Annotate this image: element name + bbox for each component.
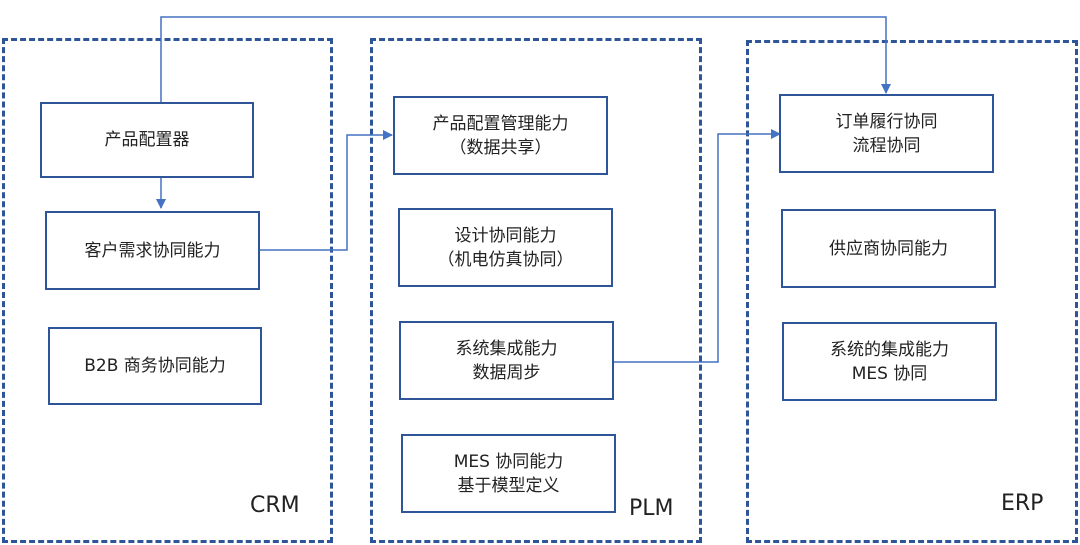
node-customer-demand[interactable]: 客户需求协同能力 [45,211,260,290]
node-mes-collab[interactable]: MES 协同能力 基于模型定义 [401,434,616,513]
node-product-configurator[interactable]: 产品配置器 [40,102,254,178]
node-erp-integration-line2: MES 协同 [851,363,928,384]
node-b2b-collab-text: B2B 商务协同能力 [84,356,226,376]
connector-integration-to-order [614,129,781,363]
node-config-management-line1: 产品配置管理能力 [432,113,569,134]
erp-group: ERP [746,40,1078,543]
node-order-fulfillment[interactable]: 订单履行协同 流程协同 [779,94,994,173]
crm-group-label: CRM [250,493,300,518]
connector-configurator-to-order [160,16,891,102]
crm-group: CRM [2,38,333,543]
plm-group: PLM [370,38,702,543]
node-system-integration-line2: 数据周步 [472,362,541,383]
node-order-fulfillment-line2: 流程协同 [852,135,921,156]
node-config-management-line2: （数据共享） [449,137,552,158]
node-order-fulfillment-line1: 订单履行协同 [835,111,938,132]
node-product-configurator-text: 产品配置器 [104,130,190,150]
node-supplier-collab[interactable]: 供应商协同能力 [781,209,996,288]
node-customer-demand-text: 客户需求协同能力 [84,240,221,261]
erp-group-label: ERP [1001,491,1044,516]
node-config-management[interactable]: 产品配置管理能力 （数据共享） [393,96,608,175]
node-system-integration[interactable]: 系统集成能力 数据周步 [399,321,614,400]
node-design-collab-line1: 设计协同能力 [454,225,557,246]
node-erp-integration-line1: 系统的集成能力 [830,339,949,360]
node-design-collab[interactable]: 设计协同能力 （机电仿真协同） [398,208,613,287]
node-erp-integration[interactable]: 系统的集成能力 MES 协同 [782,322,997,401]
node-supplier-collab-text: 供应商协同能力 [829,238,948,259]
node-b2b-collab[interactable]: B2B 商务协同能力 [48,327,262,405]
plm-group-label: PLM [629,496,674,521]
node-design-collab-line2: （机电仿真协同） [437,249,574,270]
node-system-integration-line1: 系统集成能力 [455,338,558,359]
connector-demand-to-config [260,130,393,251]
node-mes-collab-line2: 基于模型定义 [457,475,560,496]
node-mes-collab-line1: MES 协同能力 [453,451,564,472]
